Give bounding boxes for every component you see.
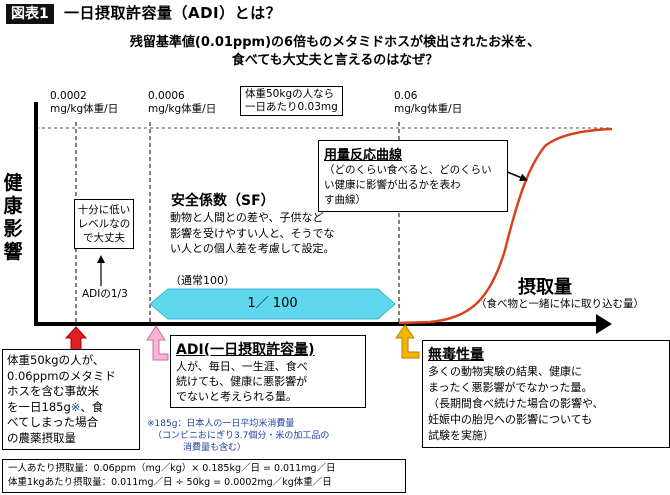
intake-footnote-mark: ※ <box>70 399 81 414</box>
x-axis-label: 摂取量 <box>518 277 572 298</box>
safety-factor-line-3: い人との個人差を考慮して設定。 <box>170 242 335 255</box>
adi-arrow <box>146 325 169 361</box>
nontox-desc: 多くの動物実験の結果、健康に まったく悪影響がでなかった量。 （長期間食べ続けた… <box>428 364 664 444</box>
subtitle: 残留基準値(0.01ppm)の6倍ものメタミドホスが検出されたお米を、 食べても… <box>0 34 670 70</box>
marker-3-line-1: 体重50kgの人なら <box>245 88 335 100</box>
x-axis-arrowhead <box>596 314 612 334</box>
intake-line-6: の農薬摂取量 <box>7 430 76 445</box>
intake-line-4a: を一日185g <box>7 399 71 414</box>
marker-1-value: 0.0002 <box>50 90 87 102</box>
marker-label-2: 0.0006 mg/kg体重/日 <box>148 90 216 116</box>
nontox-line-4: 妊娠中の胎児への影響についても <box>428 413 593 426</box>
curve-desc: （どのくらい食べると、どのくらい い健康に影響が出るかを表わ す曲線） <box>324 163 502 208</box>
adi-line-3: でないと考えられる量。 <box>176 390 297 403</box>
safety-factor-arrow <box>149 288 396 320</box>
safe-level-box: 十分に低い レベルなの で大丈夫 <box>74 199 134 249</box>
adi-line-2: 続けても、健康に悪影響が <box>176 375 308 388</box>
rice-footnote: ※185g：日本人の一日平均米消費量 （コンビニおにぎり3.7個分・米の加工品の… <box>147 418 329 454</box>
figure-tag: 図表1 <box>6 4 54 24</box>
curve-title: 用量反応曲線 <box>324 148 403 163</box>
intake-line-4: を一日185g※、食 <box>7 400 135 416</box>
curve-line-2: い健康に影響が出るかを表わ <box>324 179 461 191</box>
nontox-line-3: （長期間食べ続けた場合の影響や、 <box>428 397 604 410</box>
dose-response-curve <box>398 127 613 325</box>
intake-line-3: ホスを含む事故米 <box>7 384 99 398</box>
calc-line-2: 体重1kgあたり摂取量：0.011mg／日 ÷ 50kg = 0.0002mg／… <box>8 477 332 488</box>
intake-line-1: 体重50kgの人が、 <box>7 353 105 367</box>
safety-factor-title: 安全係数（SF） <box>171 193 275 209</box>
safety-factor-ratio: 1／ 100 <box>247 296 298 311</box>
adi-line-1: 人が、毎日、一生涯、食べ <box>176 360 308 373</box>
adi-title: ADI(一日摂取許容量) <box>176 342 315 358</box>
calc-box: 一人あたり摂取量：0.06ppm（mg／kg）× 0.185kg／日 = 0.0… <box>2 459 406 493</box>
nontox-title: 無毒性量 <box>428 347 484 363</box>
calc-line-1: 一人あたり摂取量：0.06ppm（mg／kg）× 0.185kg／日 = 0.0… <box>8 463 336 474</box>
intake-arrow <box>64 326 88 351</box>
nontox-line-2: まったく悪影響がでなかった量。 <box>428 381 593 394</box>
safe-line-3: で大丈夫 <box>83 232 125 244</box>
intake-box: 体重50kgの人が、 0.06ppmのメタミド ホスを含む事故米 を一日185g… <box>2 349 140 450</box>
marker-1-unit: mg/kg体重/日 <box>50 103 119 115</box>
marker-3-line-2: 一日あたり0.03mg <box>245 101 338 113</box>
adi-third-label: ADIの1/3 <box>82 288 128 300</box>
intake-line-2: 0.06ppmのメタミド <box>7 368 116 383</box>
y-axis-label: 健康影響 <box>3 172 23 263</box>
safety-factor-note: （通常100） <box>170 274 235 287</box>
marker-label-3: 体重50kgの人なら 一日あたり0.03mg <box>240 86 343 116</box>
rice-note-line-3: 消費量も含む） <box>183 443 247 453</box>
marker-4-value: 0.06 <box>394 90 418 102</box>
adi-box: ADI(一日摂取許容量) 人が、毎日、一生涯、食べ 続けても、健康に悪影響が で… <box>170 335 366 408</box>
intake-line-4b: 、食 <box>80 399 104 414</box>
page-title: 一日摂取許容量（ADI）とは？ <box>64 4 282 22</box>
nontox-line-5: 試験を実施） <box>428 429 494 442</box>
safety-factor-line-1: 動物と人間との差や、子供など <box>170 211 324 224</box>
adi-desc: 人が、毎日、一生涯、食べ 続けても、健康に悪影響が でないと考えられる量。 <box>176 359 360 404</box>
curve-line-1: （どのくらい食べると、どのくらい <box>324 164 492 176</box>
nontox-line-1: 多くの動物実験の結果、健康に <box>428 365 582 378</box>
subtitle-line-1: 残留基準値(0.01ppm)の6倍ものメタミドホスが検出されたお米を、 <box>129 35 541 50</box>
rice-note-line-2: （コンビニおにぎり3.7個分・米の加工品の <box>153 431 330 441</box>
curve-line-3: す曲線） <box>324 194 366 206</box>
rice-note-line-1: ※185g：日本人の一日平均米消費量 <box>147 419 295 429</box>
nontox-box: 無毒性量 多くの動物実験の結果、健康に まったく悪影響がでなかった量。 （長期間… <box>422 340 670 448</box>
nontox-arrow <box>395 324 420 359</box>
curve-box: 用量反応曲線 （どのくらい食べると、どのくらい い健康に影響が出るかを表わ す曲… <box>318 140 508 212</box>
x-axis-sublabel: （食べ物と一緒に体に取り込む量） <box>476 298 644 310</box>
marker-label-4: 0.06 mg/kg体重/日 <box>394 90 462 116</box>
marker-2-value: 0.0006 <box>148 90 185 102</box>
marker-4-unit: mg/kg体重/日 <box>394 103 463 115</box>
safe-line-1: 十分に低い <box>77 204 131 216</box>
safety-factor-text: 動物と人間との差や、子供など 影響を受けやすい人と、そうでな い人との個人差を考… <box>170 210 388 257</box>
intake-line-5: べてしまった場合 <box>7 415 99 429</box>
marker-2-unit: mg/kg体重/日 <box>148 103 217 115</box>
subtitle-line-2: 食べても大丈夫と言えるのはなぜ？ <box>231 53 439 68</box>
safe-line-2: レベルなの <box>77 218 131 230</box>
marker-label-1: 0.0002 mg/kg体重/日 <box>50 90 118 116</box>
safety-factor-line-2: 影響を受けやすい人と、そうでな <box>170 226 335 240</box>
